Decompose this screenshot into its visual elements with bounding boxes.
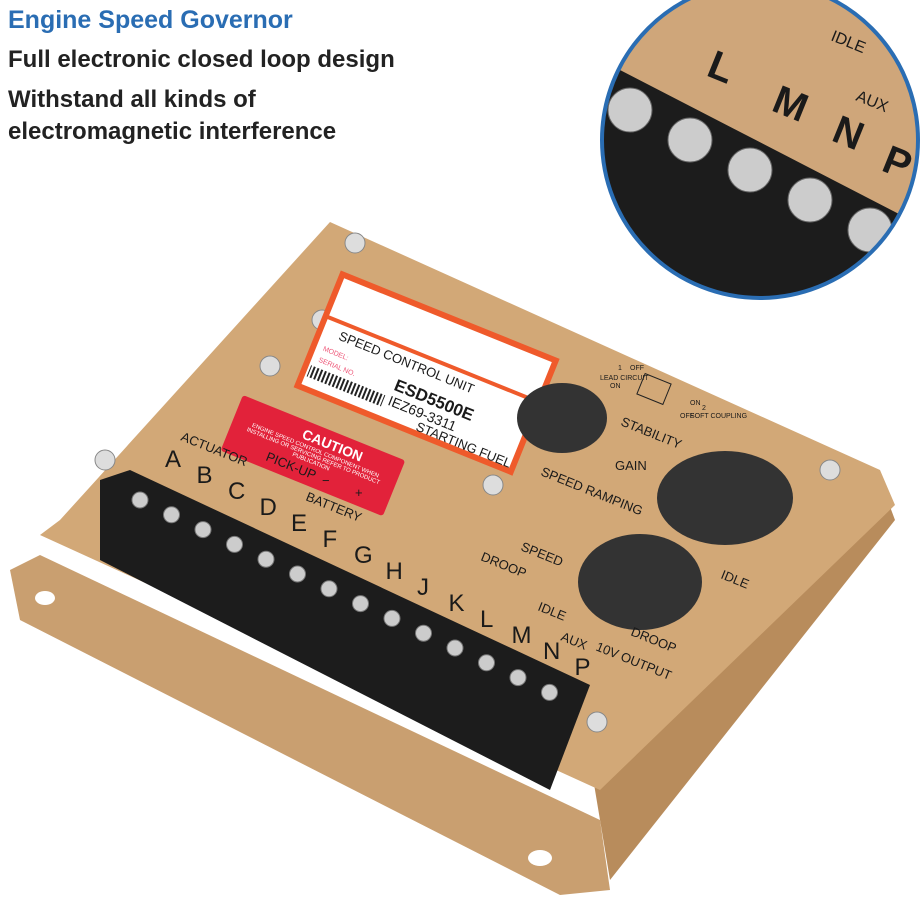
screw <box>94 449 116 471</box>
terminal-block <box>100 470 590 790</box>
switch-2-label: 2 <box>702 405 706 412</box>
terminal-screw[interactable] <box>320 580 338 598</box>
terminal-screw[interactable] <box>194 521 212 539</box>
lead-circuit-label: LEAD CIRCUIT <box>600 375 649 382</box>
terminal-screw[interactable] <box>509 669 527 687</box>
terminal-screw[interactable] <box>415 624 432 642</box>
feature-line: electromagnetic interference <box>8 118 337 145</box>
terminal-letter: G <box>354 542 373 569</box>
on-label: ON <box>610 383 621 390</box>
side-wall <box>590 480 895 880</box>
terminal-letter: D <box>260 494 277 521</box>
terminal-letter: K <box>449 590 465 617</box>
inset-terminal-screw <box>787 177 833 223</box>
starting-fuel-pot[interactable] <box>517 383 607 453</box>
terminal-screw[interactable] <box>541 683 558 701</box>
terminal-letter: H <box>386 558 403 585</box>
terminal-screw[interactable] <box>257 550 275 568</box>
mount-hole <box>35 591 55 605</box>
battery-plus: + <box>355 485 363 500</box>
terminal-letter: B <box>197 462 213 489</box>
base-flange <box>10 555 610 895</box>
terminal-letter: E <box>291 510 307 537</box>
screw <box>819 459 841 481</box>
gain-stability-pot[interactable] <box>657 451 793 545</box>
top-plate <box>40 222 895 790</box>
soft-coupling-label: SOFT COUPLING <box>690 413 747 420</box>
gain-label: GAIN <box>615 458 647 473</box>
off-label: OFF <box>680 413 694 420</box>
terminal-letter: J <box>417 574 429 601</box>
barcode <box>306 365 386 407</box>
inset-terminal-screw <box>847 207 893 253</box>
terminal-screw[interactable] <box>226 535 243 553</box>
inset-terminal-screw <box>667 117 713 163</box>
speed-pot[interactable] <box>578 534 702 630</box>
terminal-screw[interactable] <box>131 491 149 509</box>
title: Engine Speed Governor <box>8 6 293 34</box>
on-label: ON <box>690 400 701 407</box>
terminal-screw[interactable] <box>446 639 464 657</box>
terminal-screw[interactable] <box>383 609 401 627</box>
terminal-letter: A <box>165 446 181 473</box>
inset-closeup: L M N P IDLE AUX <box>600 0 920 300</box>
feature-line: Full electronic closed loop design <box>8 46 395 73</box>
inset-terminal-screw <box>727 147 773 193</box>
terminal-screw[interactable] <box>163 506 180 524</box>
mount-hole <box>528 850 552 866</box>
terminal-letter: L <box>480 606 493 633</box>
dip-switch[interactable] <box>636 372 672 406</box>
terminal-letter: N <box>543 638 560 665</box>
terminal-screw[interactable] <box>289 565 306 583</box>
screw <box>259 355 281 377</box>
screw <box>482 474 504 496</box>
terminal-screw[interactable] <box>478 654 495 672</box>
product-label: SPEED CONTROL UNIT MODEL: SERIAL NO. ESD… <box>293 270 560 476</box>
terminal-letter: C <box>228 478 245 505</box>
screw <box>344 232 366 254</box>
screw <box>586 711 608 733</box>
switch-1-label: 1 <box>618 365 622 372</box>
terminal-letter: M <box>512 622 532 649</box>
terminal-letter: P <box>575 654 591 681</box>
terminal-letter: F <box>323 526 338 553</box>
inset-terminal-screw <box>607 87 653 133</box>
feature-line: Withstand all kinds of <box>8 86 256 113</box>
battery-minus: − <box>322 473 330 488</box>
off-label: OFF <box>630 365 644 372</box>
terminal-screw[interactable] <box>352 595 369 613</box>
